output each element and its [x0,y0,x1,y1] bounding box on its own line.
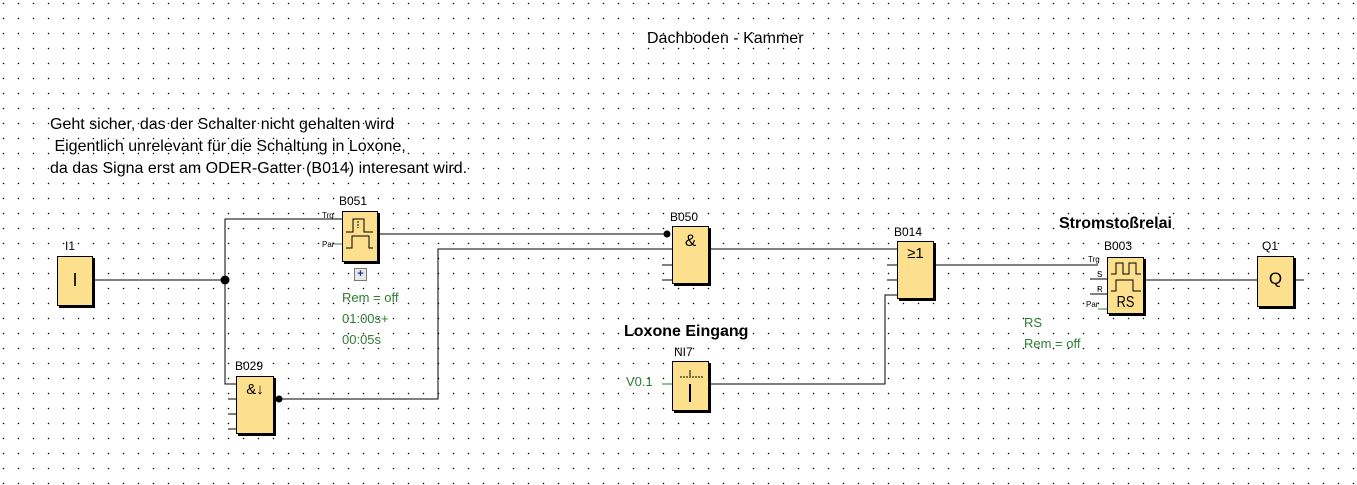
wire-ni7-b014 [709,294,897,385]
or-symbol-icon: ≥1 [907,245,924,262]
block-label-b050: B050 [670,210,699,224]
pulse-train-icon [1111,262,1141,292]
block-ni7-network-input[interactable] [672,361,709,411]
block-b029-and-edge[interactable]: &↓ [236,376,274,434]
block-b014-or[interactable]: ≥1 [897,241,934,299]
note-line: da das Signa erst am ODER-Gatter (B014) … [50,160,468,177]
pin-label-s: S [1097,270,1103,279]
block-q1-output[interactable]: Q [1257,256,1294,307]
block-params-b003: RS Rem = off [1024,312,1080,354]
block-b003-latching-relay[interactable]: RS [1107,257,1144,314]
pulse-waveform-icon [346,218,373,249]
negation-dot-b050 [663,230,671,238]
junction-dot [220,275,230,285]
block-label-q1: Q1 [1262,239,1279,253]
param-mode: RS [1024,315,1043,330]
block-label-i1: I1 [65,239,76,253]
block-label-b014: B014 [894,225,923,239]
block-label-b029: B029 [235,359,264,373]
pin-label-par: Par [1086,300,1099,309]
output-symbol-icon: Q [1268,269,1283,288]
block-label-ni7: NI7 [674,345,693,359]
and-symbol-icon: & [684,231,697,250]
note-line: Eigentlich unrelevant für die Schaltung … [50,138,406,155]
wire-junction-b051-trg [224,218,342,280]
block-i1-input[interactable]: I [57,256,93,306]
pin-label-trg: Trg [322,211,334,220]
rs-symbol-icon: RS [1116,294,1135,311]
block-params-b051: Rem = off 01:00s+ 00:05s [342,287,398,350]
param-time-1: 01:00s+ [342,311,389,326]
block-label-b051: B051 [339,194,368,208]
block-b051-wiping-relay[interactable] [342,211,378,262]
pin-label-r: R [1097,285,1103,294]
and-edge-symbol-icon: &↓ [246,381,264,398]
diagram-title: Dachboden - Kammer [647,30,804,47]
wire-junction-b029 [224,280,236,385]
param-time-2: 00:05s [342,332,382,347]
input-symbol-icon: I [72,270,78,290]
param-remanence: Rem = off [1024,336,1081,351]
ni7-address: V0.1 [626,374,653,389]
param-remanence: Rem = off [342,290,399,305]
note-line: Geht sicher, das der Schalter nicht geha… [50,116,395,133]
expand-params-button[interactable]: + [354,268,367,281]
block-b050-and[interactable]: & [672,226,709,284]
pin-label-trg: Trg [1088,255,1100,264]
negation-dot-b029 [275,395,283,403]
heading-loxone-input: Loxone Eingang [624,323,749,340]
pin-label-par: Par [322,240,335,249]
block-label-b003: B003 [1104,239,1133,253]
heading-impulse-relay: Stromstoßrelai [1059,215,1172,232]
comment-note: Geht sicher, das der Schalter nicht geha… [50,114,467,180]
wire-b029-b050 [282,248,672,400]
network-input-icon [680,370,703,402]
